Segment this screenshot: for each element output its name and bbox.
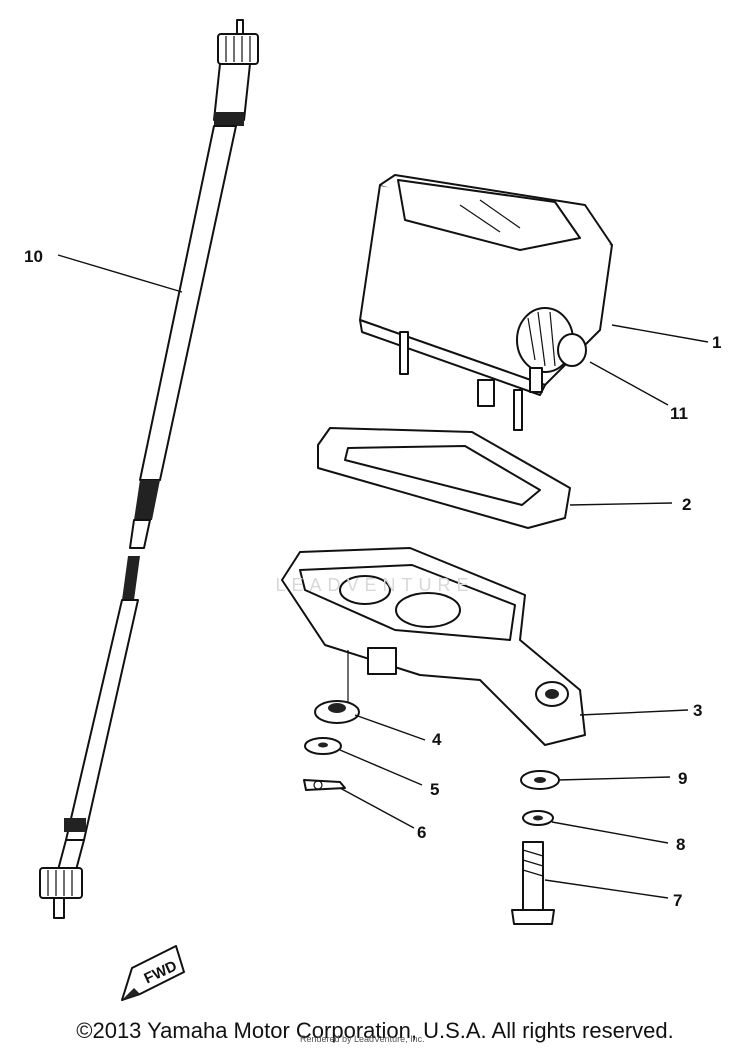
- copyright-notice: ©2013 Yamaha Motor Corporation, U.S.A. A…: [76, 1018, 674, 1043]
- callout-10: 10: [24, 247, 43, 266]
- callout-1: 1: [712, 333, 721, 352]
- meter-bracket: [281, 547, 586, 746]
- callout-5: 5: [430, 780, 439, 799]
- meter-cushion: [317, 427, 571, 529]
- callout-8: 8: [676, 835, 685, 854]
- fwd-arrow-icon: FWD: [121, 945, 185, 1001]
- callout-7: 7: [673, 891, 682, 910]
- callout-3: 3: [693, 701, 702, 720]
- callout-6: 6: [417, 823, 426, 842]
- watermark: LEADVENTURE: [275, 575, 475, 595]
- callout-2: 2: [682, 495, 691, 514]
- callout-labels: 10 1 11 2 3 4 5 6 9 8 7: [24, 247, 721, 910]
- lock-washer: [522, 810, 554, 826]
- bolt: [511, 841, 555, 925]
- reset-knob: [516, 307, 587, 393]
- callout-4: 4: [432, 730, 442, 749]
- callout-11: 11: [670, 404, 688, 423]
- washer: [304, 737, 342, 755]
- render-credit: Rendered by LeadVenture, Inc.: [300, 1034, 425, 1044]
- grommet: [314, 700, 360, 724]
- meter-assembly: [359, 174, 613, 431]
- plain-washer: [520, 770, 560, 790]
- speedometer-cable: [39, 19, 259, 919]
- callout-9: 9: [678, 769, 687, 788]
- leader-lines: [57, 254, 709, 899]
- clip: [303, 779, 346, 791]
